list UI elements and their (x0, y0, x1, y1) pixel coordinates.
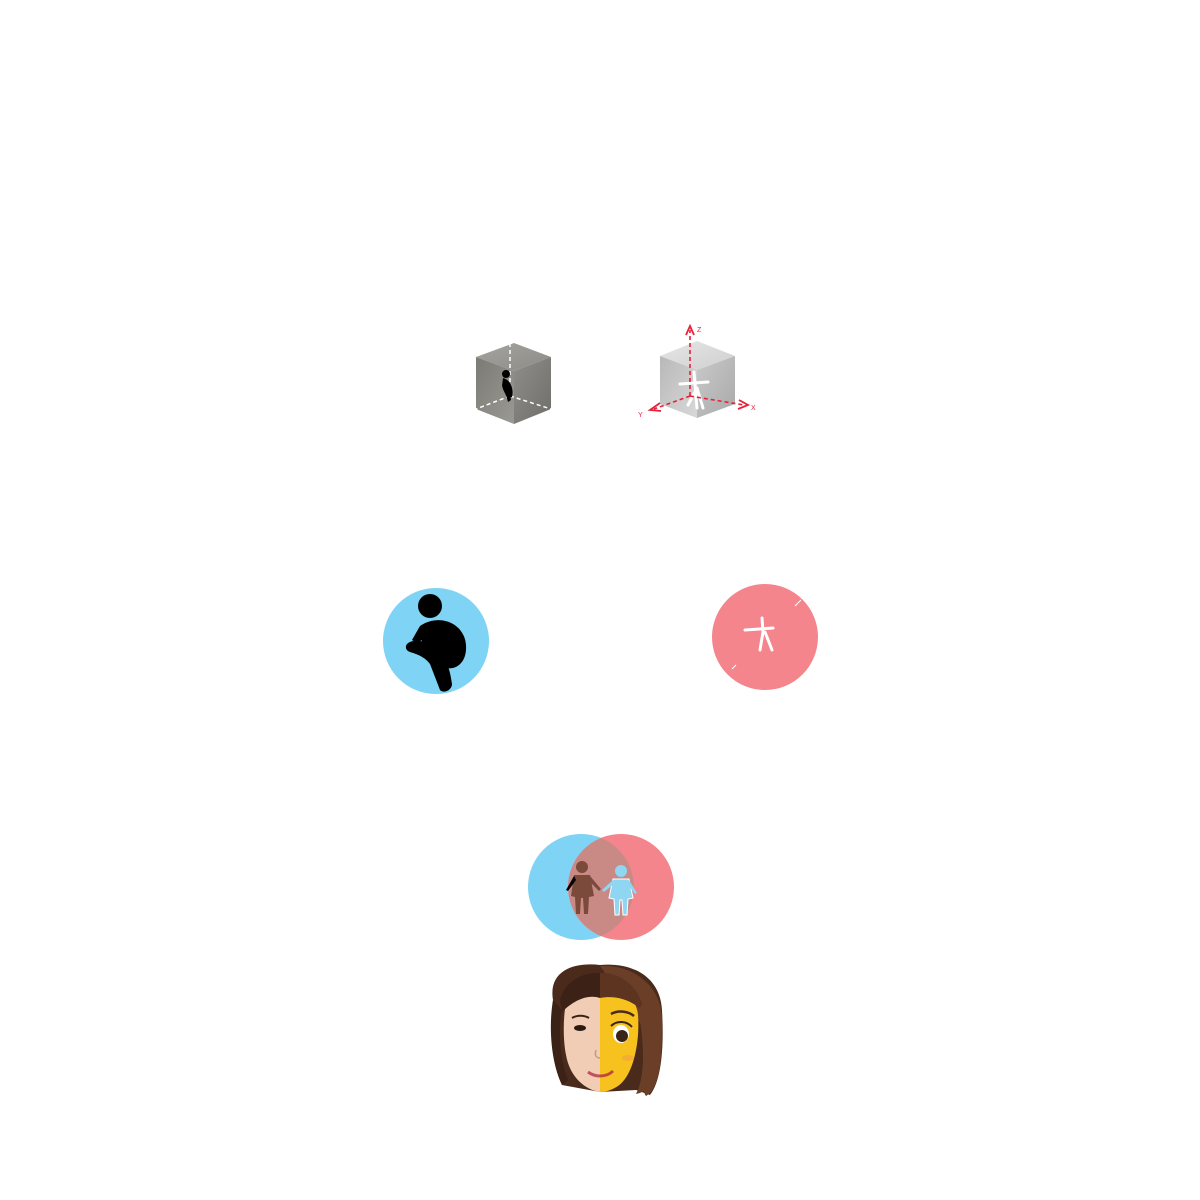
cube-left (475, 343, 552, 424)
axis-arrowheads (647, 323, 751, 412)
axes (653, 330, 745, 410)
circle-left (383, 588, 489, 694)
brown-figure-icon (566, 861, 601, 914)
motion-mark-bottom (731, 664, 737, 670)
venn-diagram (528, 834, 674, 940)
axis-y-label: Y (638, 412, 643, 419)
motion-mark-top (794, 599, 802, 607)
lightblue-figure-icon (602, 865, 637, 916)
stretching-figure-icon (743, 616, 775, 652)
half-real-half-memoji-face-icon (550, 964, 663, 1096)
axis-x-label: X (751, 405, 756, 412)
cube-right: Z X Y (638, 323, 756, 419)
axis-z-label: Z (697, 327, 702, 334)
crouching-figure-in-cube-icon (502, 370, 513, 402)
circle-right (712, 584, 818, 690)
crouching-figure-icon (405, 594, 467, 692)
